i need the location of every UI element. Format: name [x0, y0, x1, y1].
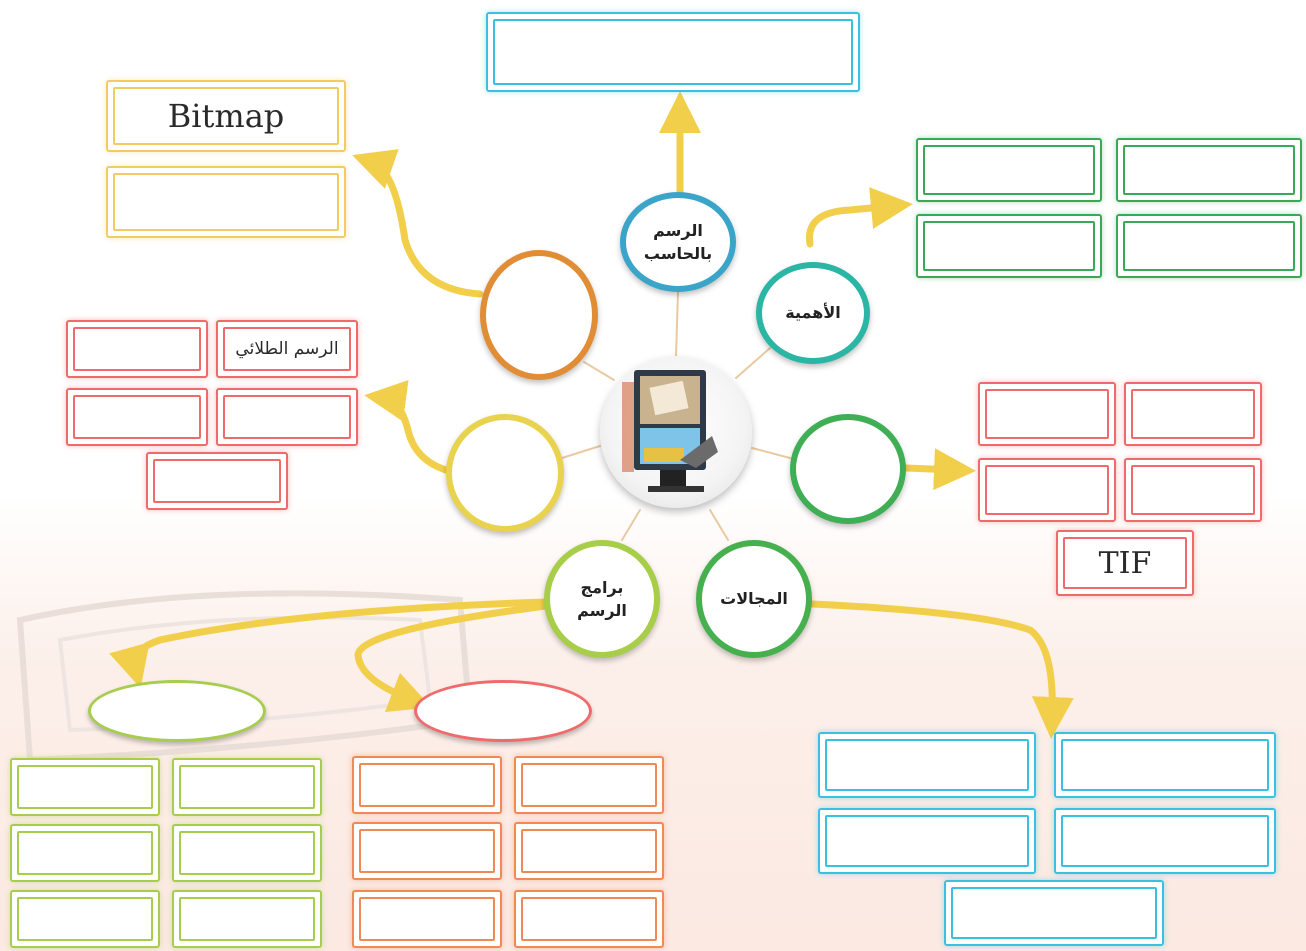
center-computer-image [600, 356, 752, 508]
lime-box-5 [10, 890, 160, 948]
orange-box-5 [352, 890, 502, 948]
top-blue-box [486, 12, 860, 92]
blue-br-box-2 [1054, 732, 1276, 798]
arrow-red-left [364, 379, 450, 474]
lime-box-1 [10, 758, 160, 816]
node-blank-right [790, 414, 906, 524]
arrow-red-right [902, 448, 976, 491]
node-fields-label: المجالات [720, 589, 788, 609]
arrow-green [806, 187, 913, 248]
lime-box-4 [172, 824, 322, 882]
yellow-box-1: Bitmap [106, 80, 346, 152]
red-left-box-1 [66, 320, 208, 378]
red-right-box-2 [1124, 382, 1262, 446]
node-drawing-programs-label: برامج الرسم [577, 577, 627, 620]
green-box-3 [916, 214, 1102, 278]
orange-box-6 [514, 890, 664, 948]
red-right-box-5: TIF [1056, 530, 1194, 596]
orange-box-3 [352, 822, 502, 880]
green-box-4 [1116, 214, 1302, 278]
oil-painting-label: الرسم الطلائي [235, 339, 339, 359]
orange-box-1 [352, 756, 502, 814]
yellow-box-2 [106, 166, 346, 238]
red-left-box-4 [216, 388, 358, 446]
node-blank-top-left [480, 250, 598, 380]
blue-br-box-1 [818, 732, 1036, 798]
arrow-lime [109, 598, 550, 689]
tif-label: TIF [1098, 545, 1152, 581]
red-right-box-1 [978, 382, 1116, 446]
blue-br-box-3 [818, 808, 1036, 874]
green-box-1 [916, 138, 1102, 202]
lime-box-3 [10, 824, 160, 882]
red-left-box-5 [146, 452, 288, 510]
arrow-yellow [352, 149, 484, 298]
red-right-box-4 [1124, 458, 1262, 522]
lime-oval [88, 680, 266, 742]
red-left-box-3 [66, 388, 208, 446]
bitmap-label: Bitmap [167, 97, 285, 135]
node-fields: المجالات [696, 540, 812, 658]
node-computer-drawing-label: الرسم بالحاسب [643, 220, 713, 263]
blue-br-box-4 [1054, 808, 1276, 874]
node-drawing-programs: برامج الرسم [544, 540, 660, 658]
node-importance-label: الأهمية [785, 303, 841, 323]
node-importance: الأهمية [756, 262, 870, 364]
orange-box-4 [514, 822, 664, 880]
red-left-box-2: الرسم الطلائي [216, 320, 358, 378]
computer-monitor-icon [622, 370, 718, 492]
lime-box-2 [172, 758, 322, 816]
orange-box-2 [514, 756, 664, 814]
lime-box-6 [172, 890, 322, 948]
red-right-box-3 [978, 458, 1116, 522]
green-box-2 [1116, 138, 1302, 202]
node-blank-left [446, 414, 564, 532]
arrow-red-oval [354, 602, 550, 713]
arrow-blue [808, 600, 1074, 739]
blue-br-box-5 [944, 880, 1164, 946]
node-computer-drawing: الرسم بالحاسب [620, 192, 736, 292]
red-oval [414, 680, 592, 742]
